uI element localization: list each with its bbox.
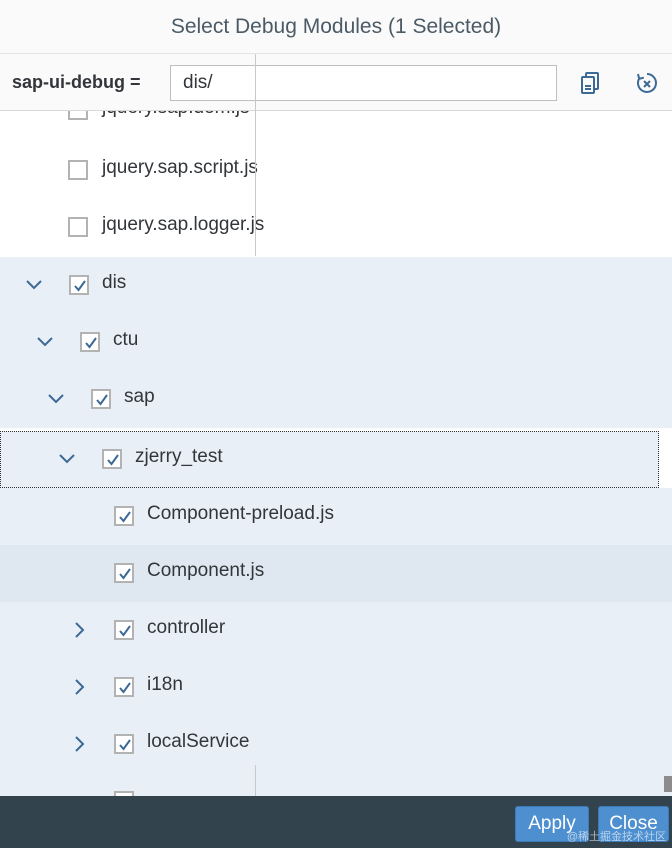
tree-row-label: Component.js <box>147 560 265 581</box>
tree-row-label: ctu <box>113 329 139 350</box>
module-tree: jquery.sap.dom.js jquery.sap.script.js j… <box>0 111 672 796</box>
checkbox[interactable] <box>114 734 134 754</box>
tree-row[interactable] <box>0 773 672 796</box>
tree-row[interactable]: jquery.sap.dom.js <box>0 111 672 139</box>
tree-row-label: localService <box>147 731 250 752</box>
tree-row-label: jquery.sap.dom.js <box>102 111 250 119</box>
tree-row[interactable]: jquery.sap.script.js <box>0 142 672 199</box>
checkbox[interactable] <box>114 506 134 526</box>
tree-row[interactable]: localService <box>0 716 672 773</box>
column-divider <box>255 54 256 256</box>
apply-button[interactable]: Apply <box>515 806 589 842</box>
dialog-title: Select Debug Modules (1 Selected) <box>0 0 672 54</box>
tree-row[interactable]: sap <box>0 371 672 428</box>
tree-row[interactable]: ctu <box>0 314 672 371</box>
checkbox[interactable] <box>68 160 88 180</box>
chevron-right-icon[interactable] <box>70 620 90 640</box>
checkbox[interactable] <box>102 449 122 469</box>
checkbox[interactable] <box>114 677 134 697</box>
checkbox[interactable] <box>114 563 134 583</box>
tree-row[interactable]: Component-preload.js <box>0 488 672 545</box>
close-button[interactable]: Close <box>598 806 669 842</box>
tree-row[interactable]: controller <box>0 602 672 659</box>
checkbox[interactable] <box>68 111 88 120</box>
tree-row[interactable]: dis <box>0 257 672 314</box>
checkbox[interactable] <box>114 791 134 796</box>
checkbox[interactable] <box>69 275 89 295</box>
chevron-down-icon[interactable] <box>46 389 66 409</box>
chevron-down-icon[interactable] <box>35 332 55 352</box>
tree-row-label: dis <box>102 272 127 293</box>
checkbox[interactable] <box>91 389 111 409</box>
tree-row-label: Component-preload.js <box>147 503 334 524</box>
tree-row[interactable]: Component.js <box>0 545 672 602</box>
checkbox[interactable] <box>80 332 100 352</box>
checkbox[interactable] <box>114 620 134 640</box>
debug-toolbar: sap-ui-debug = <box>0 54 672 111</box>
sap-ui-debug-label: sap-ui-debug = <box>12 72 141 92</box>
watermark: @稀土掘金技术社区 <box>566 831 666 843</box>
debug-modules-input[interactable] <box>170 65 557 101</box>
dialog-footer: Apply Close @稀土掘金技术社区 <box>0 796 672 848</box>
clear-icon[interactable] <box>632 68 662 98</box>
copy-icon[interactable] <box>576 68 606 98</box>
tree-row-label: jquery.sap.logger.js <box>102 214 265 235</box>
tree-row-label: i18n <box>147 674 183 695</box>
checkbox[interactable] <box>68 217 88 237</box>
tree-row-label: zjerry_test <box>135 446 223 467</box>
tree-row-label: jquery.sap.script.js <box>102 157 258 178</box>
tree-row-label: controller <box>147 617 226 638</box>
chevron-down-icon[interactable] <box>24 275 44 295</box>
tree-row-label: sap <box>124 386 155 407</box>
tree-row[interactable]: jquery.sap.logger.js <box>0 199 672 256</box>
tree-row[interactable]: zjerry_test <box>0 431 659 488</box>
tree-row[interactable]: i18n <box>0 659 672 716</box>
chevron-down-icon[interactable] <box>57 449 77 469</box>
scrollbar-thumb[interactable] <box>664 776 672 792</box>
chevron-right-icon[interactable] <box>70 734 90 754</box>
chevron-right-icon[interactable] <box>70 677 90 697</box>
